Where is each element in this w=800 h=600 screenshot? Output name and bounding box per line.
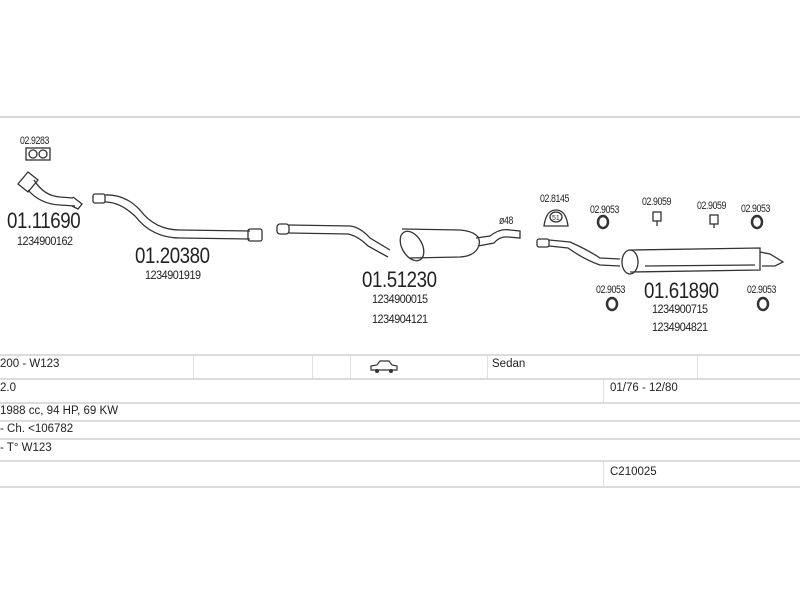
oe-number: 1234901919 <box>145 268 201 282</box>
oe-number: 1234900015 <box>372 292 428 306</box>
oe-number: 1234904821 <box>652 320 708 334</box>
empty-cell <box>312 356 350 378</box>
table-row: 200 - W123 Sedan <box>0 356 800 380</box>
top-divider <box>0 116 800 118</box>
oe-number: 1234900162 <box>17 234 73 248</box>
middle-pipe-icon <box>92 193 263 242</box>
front-pipe-icon <box>17 171 83 210</box>
clamp-label: 02.9059 <box>642 196 672 208</box>
rubber-ring-icon <box>596 214 610 230</box>
empty-cell <box>193 356 312 378</box>
model-cell: 200 - W123 <box>0 358 60 370</box>
ring-label: 02.9053 <box>596 284 626 296</box>
type-cell: - T° W123 <box>0 442 52 454</box>
hanger-label: 02.8145 <box>540 193 570 205</box>
table-row: - Ch. <106782 <box>0 422 800 440</box>
oe-number: 1234904121 <box>372 312 428 326</box>
vehicle-table: 200 - W123 Sedan 2.0 01/76 - 12/80 1988 … <box>0 354 800 488</box>
clamp-icon <box>709 214 719 228</box>
part-number[interactable]: 01.11690 <box>7 208 81 233</box>
body-type-cell: Sedan <box>487 356 697 378</box>
car-sedan-icon <box>370 360 398 373</box>
part-number[interactable]: 01.61890 <box>644 278 719 303</box>
table-row: 2.0 01/76 - 12/80 <box>0 380 800 404</box>
ring-label: 02.9053 <box>747 284 777 296</box>
part-number[interactable]: 01.51230 <box>362 267 437 292</box>
svg-text:51: 51 <box>552 215 560 222</box>
power-cell: 1988 cc, 94 HP, 69 KW <box>0 405 119 417</box>
center-muffler-icon <box>276 223 521 262</box>
hanger-icon: 51 <box>543 209 569 227</box>
table-row: C210025 <box>0 462 800 488</box>
ring-label: 02.9053 <box>590 204 620 216</box>
diameter-label: ø48 <box>499 215 513 227</box>
code-cell: C210025 <box>603 462 800 486</box>
engine-cell: 2.0 <box>0 382 16 394</box>
exhaust-diagram: 51 <box>17 147 785 312</box>
rear-muffler-icon <box>536 238 785 275</box>
table-row: - T° W123 <box>0 440 800 462</box>
gasket-icon <box>25 147 51 161</box>
rubber-ring-icon <box>750 214 764 230</box>
table-row: 1988 cc, 94 HP, 69 KW <box>0 404 800 422</box>
clamp-label: 02.9059 <box>697 200 727 212</box>
rubber-ring-icon <box>605 296 619 312</box>
rubber-ring-icon <box>756 296 770 312</box>
empty-cell <box>697 356 800 378</box>
gasket-label: 02.9283 <box>20 135 50 147</box>
body-icon-cell <box>350 356 487 378</box>
chassis-cell: - Ch. <106782 <box>0 423 74 435</box>
ring-label: 02.9053 <box>741 203 771 215</box>
years-cell: 01/76 - 12/80 <box>603 380 800 402</box>
part-number[interactable]: 01.20380 <box>135 243 210 268</box>
clamp-icon <box>652 211 662 226</box>
oe-number: 1234900715 <box>652 302 708 316</box>
